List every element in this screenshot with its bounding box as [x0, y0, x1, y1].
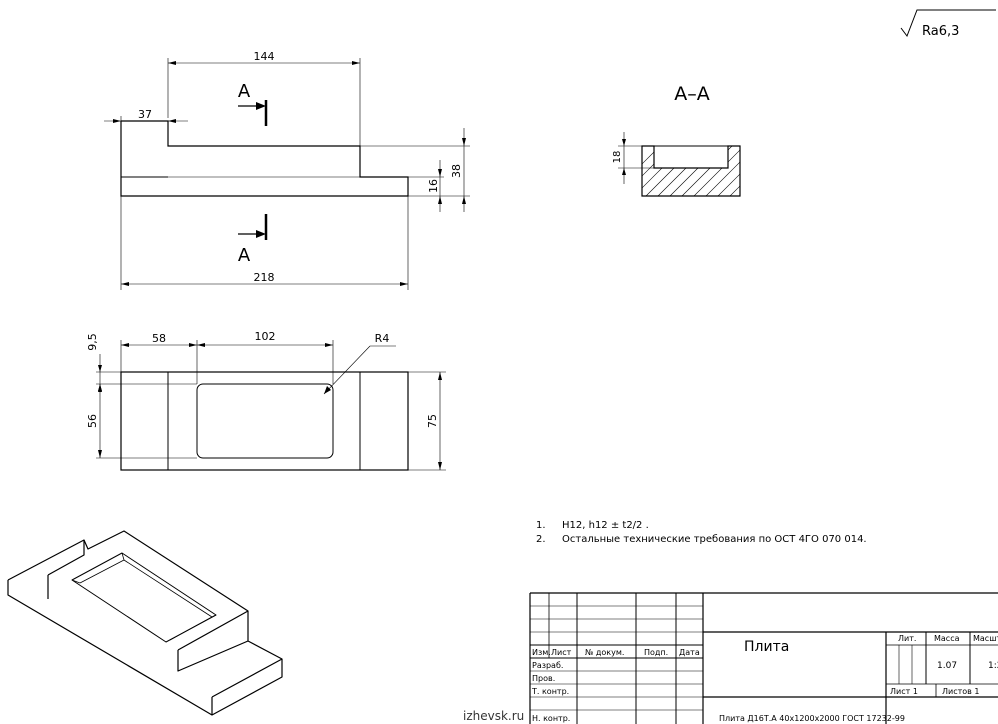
mass-value: 1.07	[937, 661, 957, 671]
radius-leader	[323, 345, 371, 395]
part-material: Плита Д16Т.А 40х1200х2000 ГОСТ 17232-99	[719, 714, 905, 723]
section-label-bottom: A	[238, 245, 251, 266]
mass-label: Масса	[934, 634, 960, 643]
scale-value: 1:2	[988, 661, 998, 671]
scale-label: Масшт	[973, 634, 998, 643]
row-label-developed: Разраб.	[532, 661, 563, 670]
dim-102-label: 102	[255, 330, 276, 343]
sheet-number: Лист 1	[890, 687, 918, 696]
dim-37-label: 37	[138, 108, 152, 121]
dim-38-label: 38	[450, 164, 463, 178]
sheet-count: Листов 1	[942, 687, 980, 696]
col-header-doc: № докум.	[585, 648, 624, 657]
section-marker-top	[238, 100, 268, 126]
roughness-value: Ra6,3	[922, 24, 959, 39]
col-header-date: Дата	[679, 648, 700, 657]
top-view	[96, 340, 446, 471]
watermark: izhevsk.ru	[463, 709, 524, 723]
front-view	[104, 58, 470, 290]
lit-label: Лит.	[898, 634, 916, 643]
col-header-izm: Изм.	[532, 648, 551, 657]
top-view-outline	[120, 371, 409, 471]
col-header-sign: Подп.	[644, 648, 668, 657]
roughness-symbol: Ra6,3	[900, 9, 996, 39]
section-marker-bottom	[238, 214, 268, 240]
note-1-text: H12, h12 ± t2/2 .	[562, 520, 649, 531]
dim-56-label: 56	[86, 414, 99, 428]
dim-75-label: 75	[426, 414, 439, 428]
top-view-pocket	[196, 383, 334, 459]
section-view	[618, 132, 741, 197]
dim-58-label: 58	[152, 332, 166, 345]
title-block	[529, 592, 998, 724]
title-block-text: Изм. Лист № докум. Подп. Дата Разраб. Пр…	[531, 634, 998, 723]
row-label-checked: Пров.	[532, 674, 555, 683]
col-header-list: Лист	[551, 648, 572, 657]
dim-144-label: 144	[254, 50, 275, 63]
section-label-top: A	[238, 81, 251, 102]
radius-label: R4	[375, 332, 390, 345]
part-name: Плита	[744, 639, 789, 655]
front-view-outline	[120, 120, 409, 197]
note-2-number: 2.	[536, 534, 546, 545]
technical-notes: 1. H12, h12 ± t2/2 . 2. Остальные технич…	[536, 520, 867, 545]
row-label-norm-control: Н. контр.	[532, 714, 570, 723]
dim-18-label: 18	[612, 151, 623, 164]
section-title: A–A	[674, 83, 710, 105]
dim-218-label: 218	[254, 271, 275, 284]
isometric-view	[7, 530, 283, 716]
note-1-number: 1.	[536, 520, 546, 531]
row-label-tech-control: Т. контр.	[531, 687, 569, 696]
note-2-text: Остальные технические требования по ОСТ …	[562, 534, 867, 545]
dim-16-label: 16	[427, 179, 440, 193]
dim-9-5-label: 9,5	[86, 333, 99, 351]
